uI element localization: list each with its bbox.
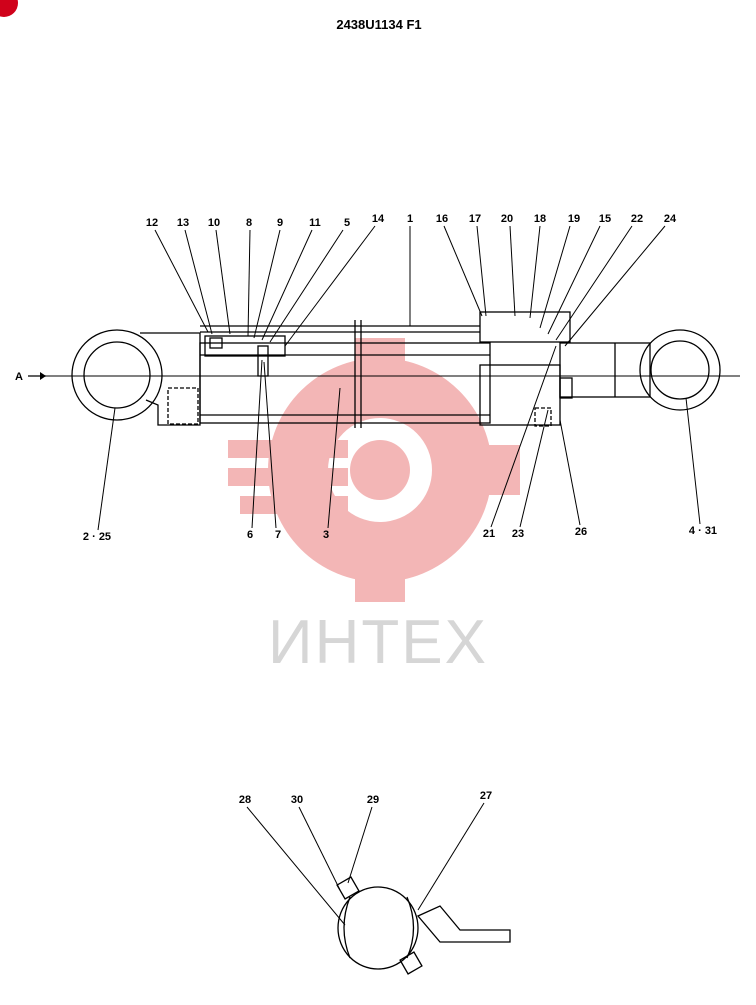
leader-line-4: [490, 345, 557, 528]
view-arrow-icon: [40, 372, 46, 380]
piston-rod: [559, 342, 651, 398]
corner-badge-icon: [0, 0, 18, 17]
callout-label: 23: [512, 528, 524, 540]
callout-label: 27: [480, 790, 492, 802]
callout-label: 22: [631, 213, 643, 225]
leader-line-5: [519, 409, 549, 528]
callout-label: 16: [436, 213, 448, 225]
callout-label: 24: [664, 213, 677, 225]
callout-label: 10: [208, 217, 220, 229]
leader-line-16: [564, 225, 666, 347]
callout-label: 21: [483, 528, 495, 540]
leader-line-11: [509, 225, 516, 317]
cylinder-head-left: [140, 332, 201, 426]
leader-line-9: [443, 225, 483, 317]
leader-line-1: [184, 229, 213, 335]
cylinder-assembly: A: [15, 311, 740, 428]
piston: [204, 335, 286, 357]
callout-label: 19: [568, 213, 580, 225]
callout-label: 5: [344, 217, 350, 229]
callout-label: 30: [291, 794, 303, 806]
callout-label: 14: [372, 213, 385, 225]
callout-label: 29: [367, 794, 379, 806]
right-eye-outer: [639, 329, 721, 411]
leader-line-3: [327, 387, 341, 529]
leader-line-2: [215, 229, 231, 335]
callout-label: 12: [146, 217, 158, 229]
left-eye-inner: [83, 341, 151, 409]
leader-line-12: [529, 225, 541, 319]
rod-head: [479, 364, 561, 426]
leader-line-15: [555, 225, 633, 341]
cylinder-tube: [199, 342, 491, 424]
leader-line-10: [476, 225, 487, 317]
leader-line-14: [547, 225, 601, 335]
callouts-bottom: 2 · 25 6 7 3 21 23 26 4 · 31: [83, 345, 717, 543]
callout-label: 3: [323, 529, 329, 541]
port-right: [534, 407, 552, 427]
port-left: [167, 387, 199, 425]
leader-line-6: [559, 419, 581, 526]
rod-collar: [559, 377, 573, 399]
right-eye-inner: [650, 340, 710, 400]
leader-line-2: [263, 361, 277, 529]
callout-label: 6: [247, 529, 253, 541]
callout-label: 17: [469, 213, 481, 225]
leader-line-0: [154, 229, 209, 333]
watermark-text: ИНТЕХ: [268, 608, 488, 677]
callout-label: 11: [309, 217, 321, 229]
watermark-logo-icon: [228, 338, 520, 602]
callout-label: 26: [575, 526, 587, 538]
detail-view: [336, 876, 511, 975]
callout-label: 8: [246, 217, 252, 229]
left-eye-outer: [71, 329, 163, 421]
view-label: A: [15, 371, 23, 383]
piston-ring: [209, 337, 223, 349]
callout-label: 9: [277, 217, 283, 229]
detail-clamp-top: [336, 876, 360, 900]
callout-label: 4 · 31: [689, 525, 717, 537]
callout-label: 7: [275, 529, 281, 541]
detail-eye-right-edge: [406, 896, 415, 959]
drawing-title: 2438U1134 F1: [336, 17, 421, 32]
leader-line-5: [261, 229, 313, 341]
detail-clamp-bottom: [399, 951, 423, 975]
leader-line-3: [247, 229, 251, 337]
leader-line-3: [417, 802, 485, 911]
callout-label: 18: [534, 213, 546, 225]
callout-label: 15: [599, 213, 611, 225]
detail-rod: [416, 905, 511, 943]
leader-line-7: [685, 397, 701, 525]
leader-line-7: [284, 225, 376, 347]
piston-seal: [257, 345, 269, 377]
leader-line-2: [347, 806, 373, 884]
leader-line-1: [251, 359, 263, 529]
leader-line-6: [269, 229, 344, 343]
callout-label: 13: [177, 217, 189, 229]
callout-label: 1: [407, 213, 413, 225]
callout-label: 28: [239, 794, 251, 806]
callout-label: 2 · 25: [83, 531, 111, 543]
leader-line-0: [97, 407, 116, 531]
leader-line-4: [253, 229, 281, 339]
detail-eye-left-edge: [343, 896, 351, 959]
detail-eye: [337, 886, 419, 970]
gland-block: [479, 311, 571, 343]
leader-line-13: [539, 225, 571, 329]
callouts-detail: 28 30 29 27: [239, 790, 492, 926]
callouts-top: 12 13 10 8 9 11 5 14 1 16 17 20 18 19 15 22 24: [146, 213, 677, 347]
callout-label: 20: [501, 213, 513, 225]
leader-line-0: [246, 806, 346, 926]
leader-line-1: [298, 806, 341, 891]
